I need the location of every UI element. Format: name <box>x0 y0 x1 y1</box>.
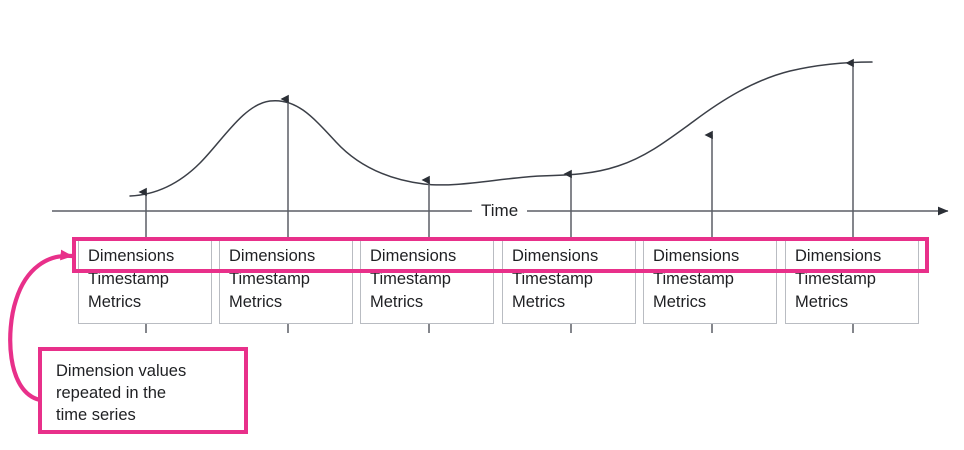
record-dimensions-label: Dimensions <box>795 247 882 265</box>
record-box[interactable]: Dimensions Timestamp Metrics <box>360 240 494 324</box>
record-timestamp-label: Timestamp <box>795 270 876 288</box>
record-dimensions-label: Dimensions <box>229 247 316 265</box>
record-timestamp-label: Timestamp <box>512 270 593 288</box>
record-dimensions-label: Dimensions <box>88 247 175 265</box>
record-box[interactable]: Dimensions Timestamp Metrics <box>643 240 777 324</box>
record-timestamp-label: Timestamp <box>653 270 734 288</box>
timeseries-curve <box>129 61 873 197</box>
record-timestamp-label: Timestamp <box>88 270 169 288</box>
record-metrics-label: Metrics <box>512 293 566 311</box>
record-metrics-label: Metrics <box>795 293 849 311</box>
record-dimensions-label: Dimensions <box>370 247 457 265</box>
time-axis-label: Time <box>472 201 528 221</box>
record-dimensions-label: Dimensions <box>512 247 599 265</box>
callout-box: Dimension values repeated in the time se… <box>38 347 248 434</box>
record-timestamp-label: Timestamp <box>229 270 310 288</box>
record-metrics-label: Metrics <box>370 293 424 311</box>
record-metrics-label: Metrics <box>88 293 142 311</box>
record-box[interactable]: Dimensions Timestamp Metrics <box>785 240 919 324</box>
record-box[interactable]: Dimensions Timestamp Metrics <box>502 240 636 324</box>
record-timestamp-label: Timestamp <box>370 270 451 288</box>
record-box[interactable]: Dimensions Timestamp Metrics <box>219 240 353 324</box>
dimensions-highlight-rect <box>72 237 929 273</box>
callout-curved-arrow <box>8 249 75 403</box>
callout-text: Dimension values repeated in the time se… <box>56 362 187 424</box>
record-metrics-label: Metrics <box>653 293 707 311</box>
record-metrics-label: Metrics <box>229 293 283 311</box>
record-dimensions-label: Dimensions <box>653 247 740 265</box>
